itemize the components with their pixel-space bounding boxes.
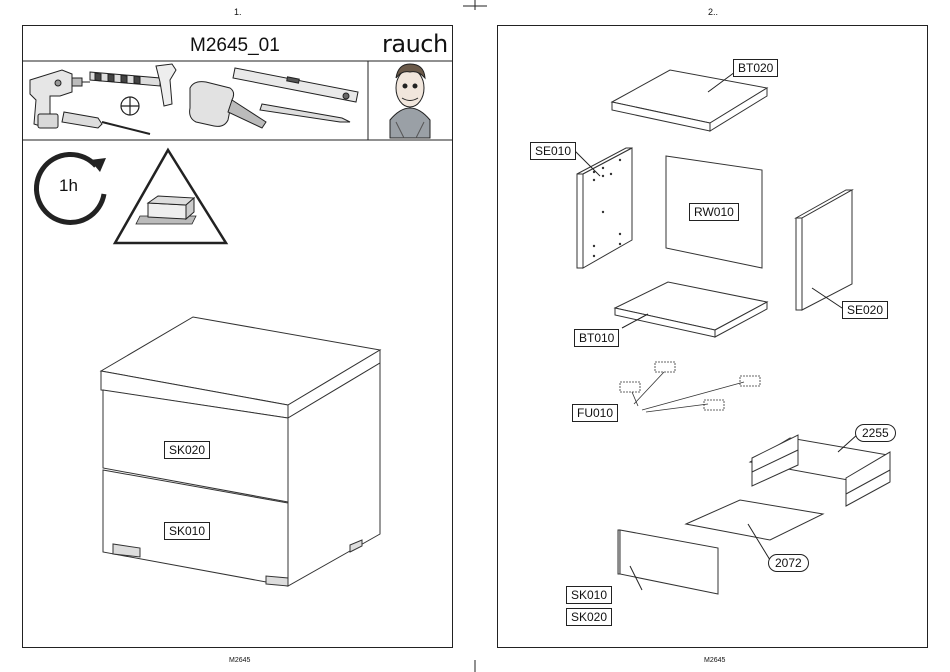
part-label-se020: SE020: [842, 301, 888, 319]
part-label-sk010-right: SK010: [566, 586, 612, 604]
right-page-frame: [497, 25, 928, 648]
page-number-right: 2..: [708, 7, 718, 17]
part-label-fu010: FU010: [572, 404, 618, 422]
left-page-frame: [22, 25, 453, 648]
part-label-se010: SE010: [530, 142, 576, 160]
brand-logo: rauch: [382, 30, 448, 58]
part-label-2072: 2072: [768, 554, 809, 572]
part-label-sk020-left: SK020: [164, 441, 210, 459]
crop-marks: [463, 0, 487, 672]
part-label-sk020-right: SK020: [566, 608, 612, 626]
assembly-time-label: 1h: [59, 176, 78, 196]
part-label-2255: 2255: [855, 424, 896, 442]
model-title: M2645_01: [190, 35, 280, 57]
footer-right: M2645: [704, 657, 725, 664]
part-label-bt020: BT020: [733, 59, 778, 77]
page-number-left: 1.: [234, 7, 242, 17]
footer-left: M2645: [229, 657, 250, 664]
part-label-rw010: RW010: [689, 203, 739, 221]
part-label-bt010: BT010: [574, 329, 619, 347]
part-label-sk010-left: SK010: [164, 522, 210, 540]
